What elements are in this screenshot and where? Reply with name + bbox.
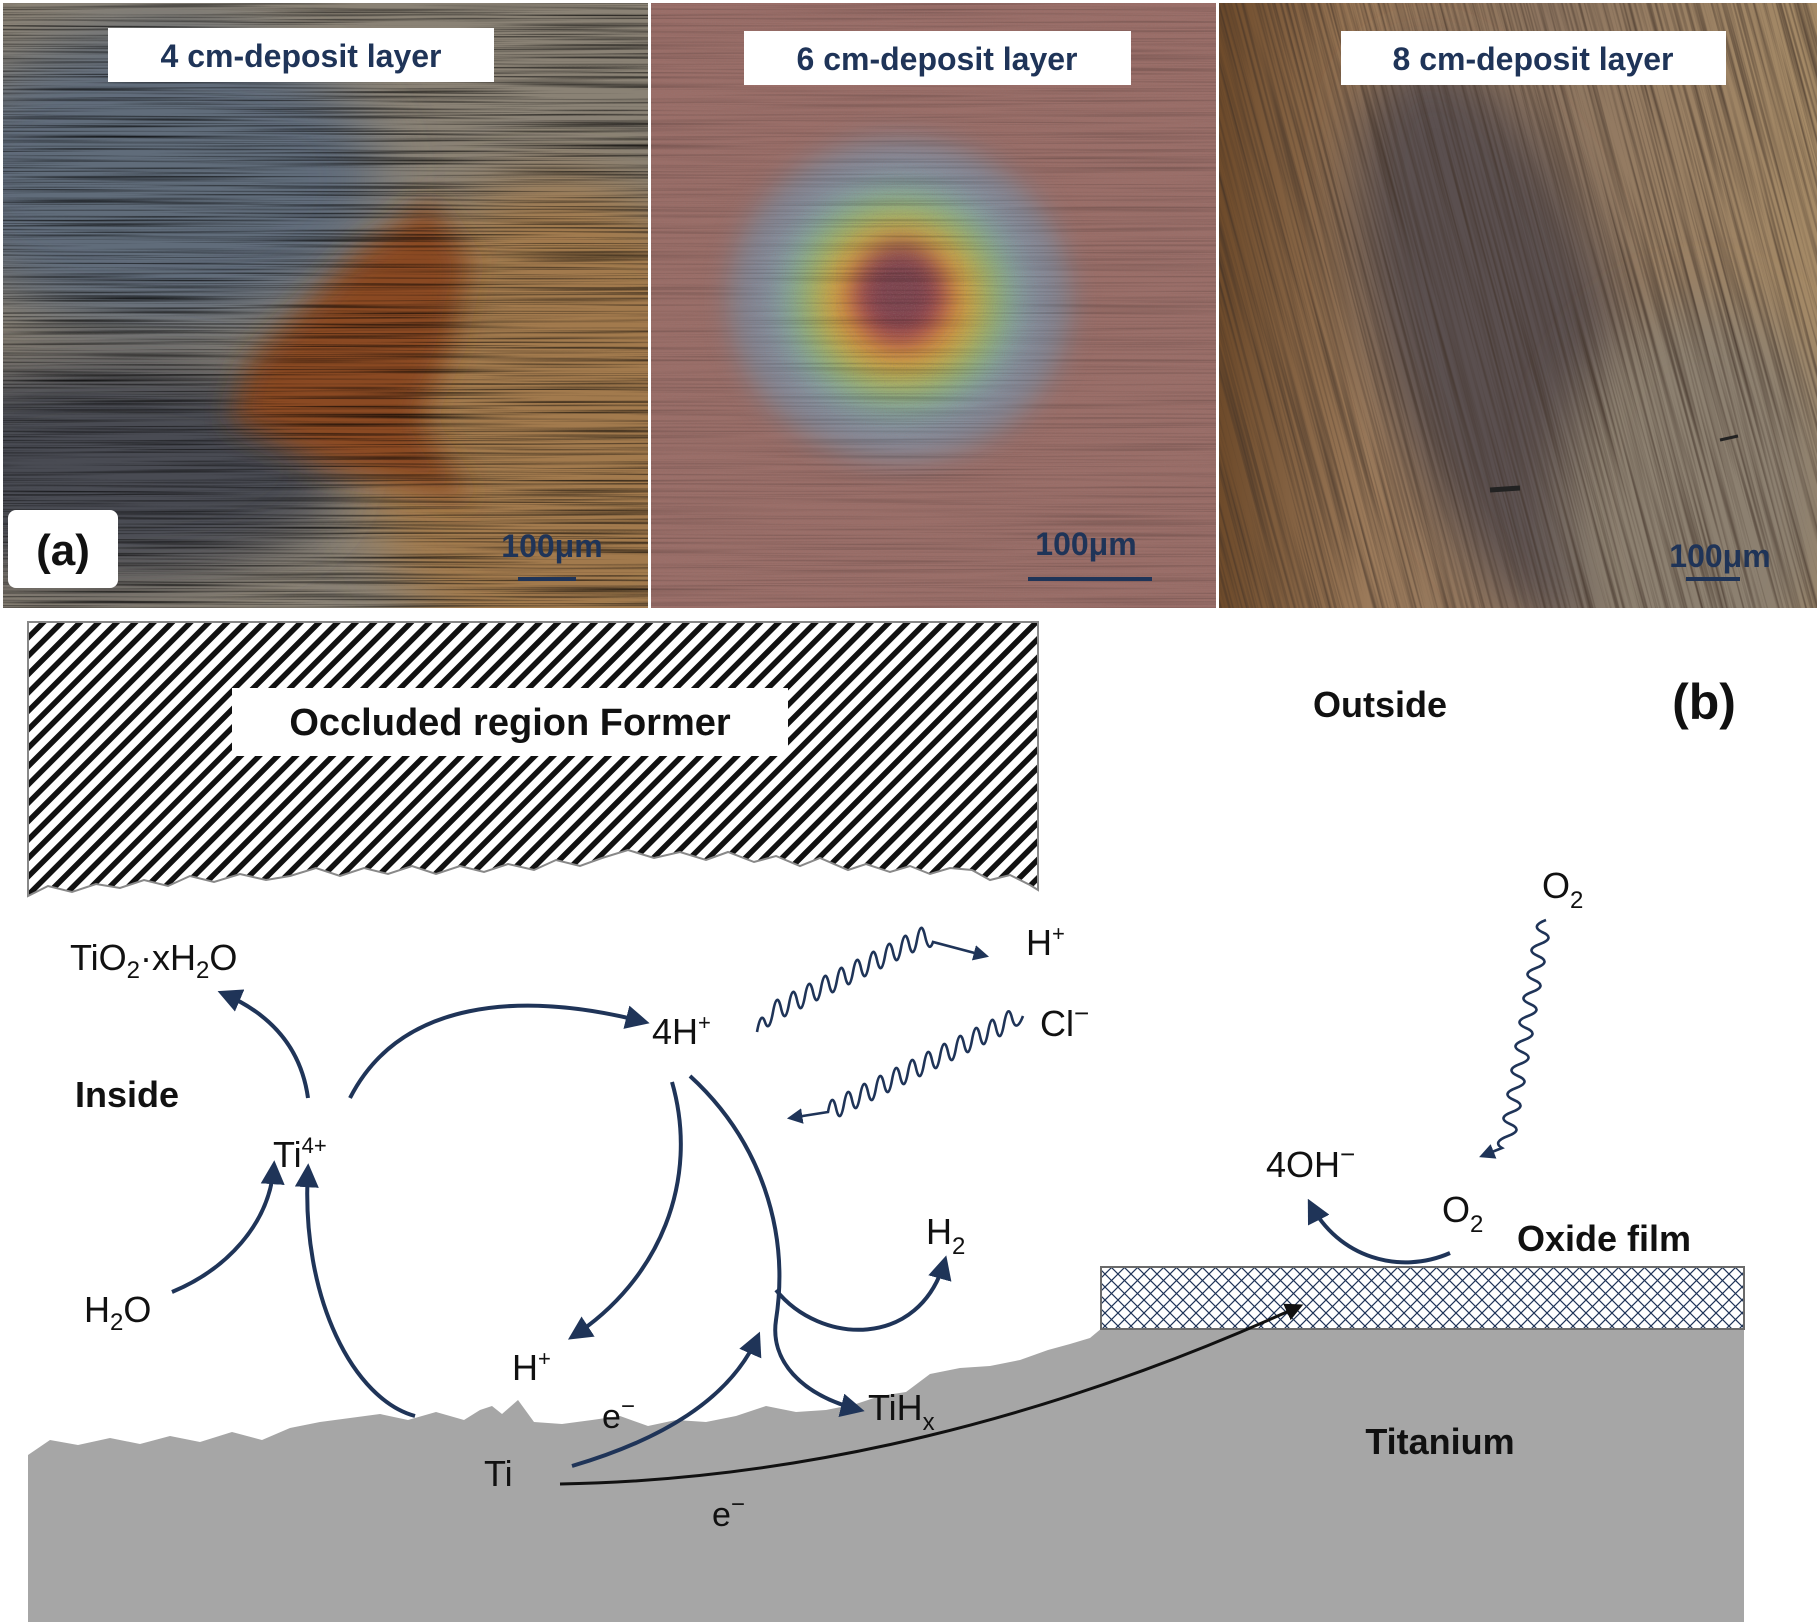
titanium-substrate [28, 1328, 1744, 1622]
label-cl-minus: Cl− [1040, 998, 1089, 1044]
panel-a-label: (a) [8, 510, 118, 588]
label-o2-top: O2 [1542, 865, 1583, 914]
label-tihx: TiHx [868, 1387, 935, 1436]
diffusion-arrows [755, 918, 1550, 1159]
label-4oh-minus: 4OH− [1266, 1139, 1355, 1185]
svg-text:Occluded region Former: Occluded region Former [289, 702, 731, 744]
titanium-label: Titanium [1365, 1421, 1514, 1462]
label-ti4plus: Ti4+ [273, 1133, 327, 1175]
scale-bar-3: 100μm [1669, 538, 1771, 581]
label-o2-mid: O2 [1442, 1189, 1483, 1238]
scale-bar-2: 100μm [1028, 526, 1152, 581]
occluded-former-block [27, 621, 1039, 898]
outside-label: Outside [1313, 684, 1447, 725]
oxide-film [1100, 1266, 1745, 1330]
inside-label: Inside [75, 1074, 179, 1115]
arrow-4h-down [688, 1074, 865, 1417]
arrow-ti-to-e [571, 1331, 762, 1468]
caption-6cm: 6 cm-deposit layer [744, 31, 1131, 85]
label-h2o: H2O [84, 1289, 151, 1336]
label-ti: Ti [484, 1453, 513, 1494]
micrograph-6cm [651, 3, 1216, 608]
micrograph-4cm [3, 3, 648, 608]
wavy-arrow-to-hplus [755, 926, 990, 1033]
reaction-arrows [171, 989, 1451, 1468]
svg-text:100μm: 100μm [1035, 526, 1136, 562]
label-hplus-top: H+ [1026, 921, 1065, 963]
svg-text:(a): (a) [36, 526, 90, 575]
label-tio2-xh2o: TiO2·xH2O [70, 937, 237, 984]
micrograph-8cm [1219, 3, 1817, 608]
arrow-to-h2 [774, 1255, 952, 1332]
label-4hplus: 4H+ [652, 1010, 711, 1052]
scale-bar-1: 100μm [501, 528, 603, 581]
svg-text:4 cm-deposit layer: 4 cm-deposit layer [161, 38, 442, 74]
arrow-4h-to-hplus [567, 1081, 683, 1340]
svg-text:100μm: 100μm [501, 528, 602, 564]
label-h2: H2 [926, 1211, 965, 1260]
arrow-o2-to-oh [1307, 1198, 1451, 1265]
label-e-upper: e− [602, 1393, 635, 1436]
arrow-ti4-to-4h [348, 1003, 650, 1099]
arrow-h2o-to-ti4 [171, 1160, 285, 1294]
panel-b-label: (b) [1672, 674, 1736, 730]
wavy-arrow-o2-down [1479, 918, 1550, 1159]
svg-text:8 cm-deposit layer: 8 cm-deposit layer [1393, 41, 1674, 77]
svg-text:100μm: 100μm [1669, 538, 1770, 574]
label-e-lower: e− [712, 1491, 745, 1534]
label-hplus-low: H+ [512, 1346, 551, 1388]
wavy-arrow-from-cl [786, 1010, 1025, 1124]
species-labels: TiO2·xH2O Ti4+ H2O 4H+ H+ Cl− H+ H2 TiHx… [70, 865, 1583, 1534]
former-label-box: Occluded region Former [232, 688, 788, 756]
arrow-ti-to-ti4 [294, 1163, 416, 1418]
caption-4cm: 4 cm-deposit layer [108, 28, 494, 82]
oxide-film-label: Oxide film [1517, 1218, 1691, 1259]
arrow-electron-to-oxide [559, 1303, 1304, 1486]
svg-text:6 cm-deposit layer: 6 cm-deposit layer [797, 41, 1078, 77]
caption-8cm: 8 cm-deposit layer [1341, 31, 1726, 85]
arrow-ti4-to-tio2 [217, 989, 310, 1099]
